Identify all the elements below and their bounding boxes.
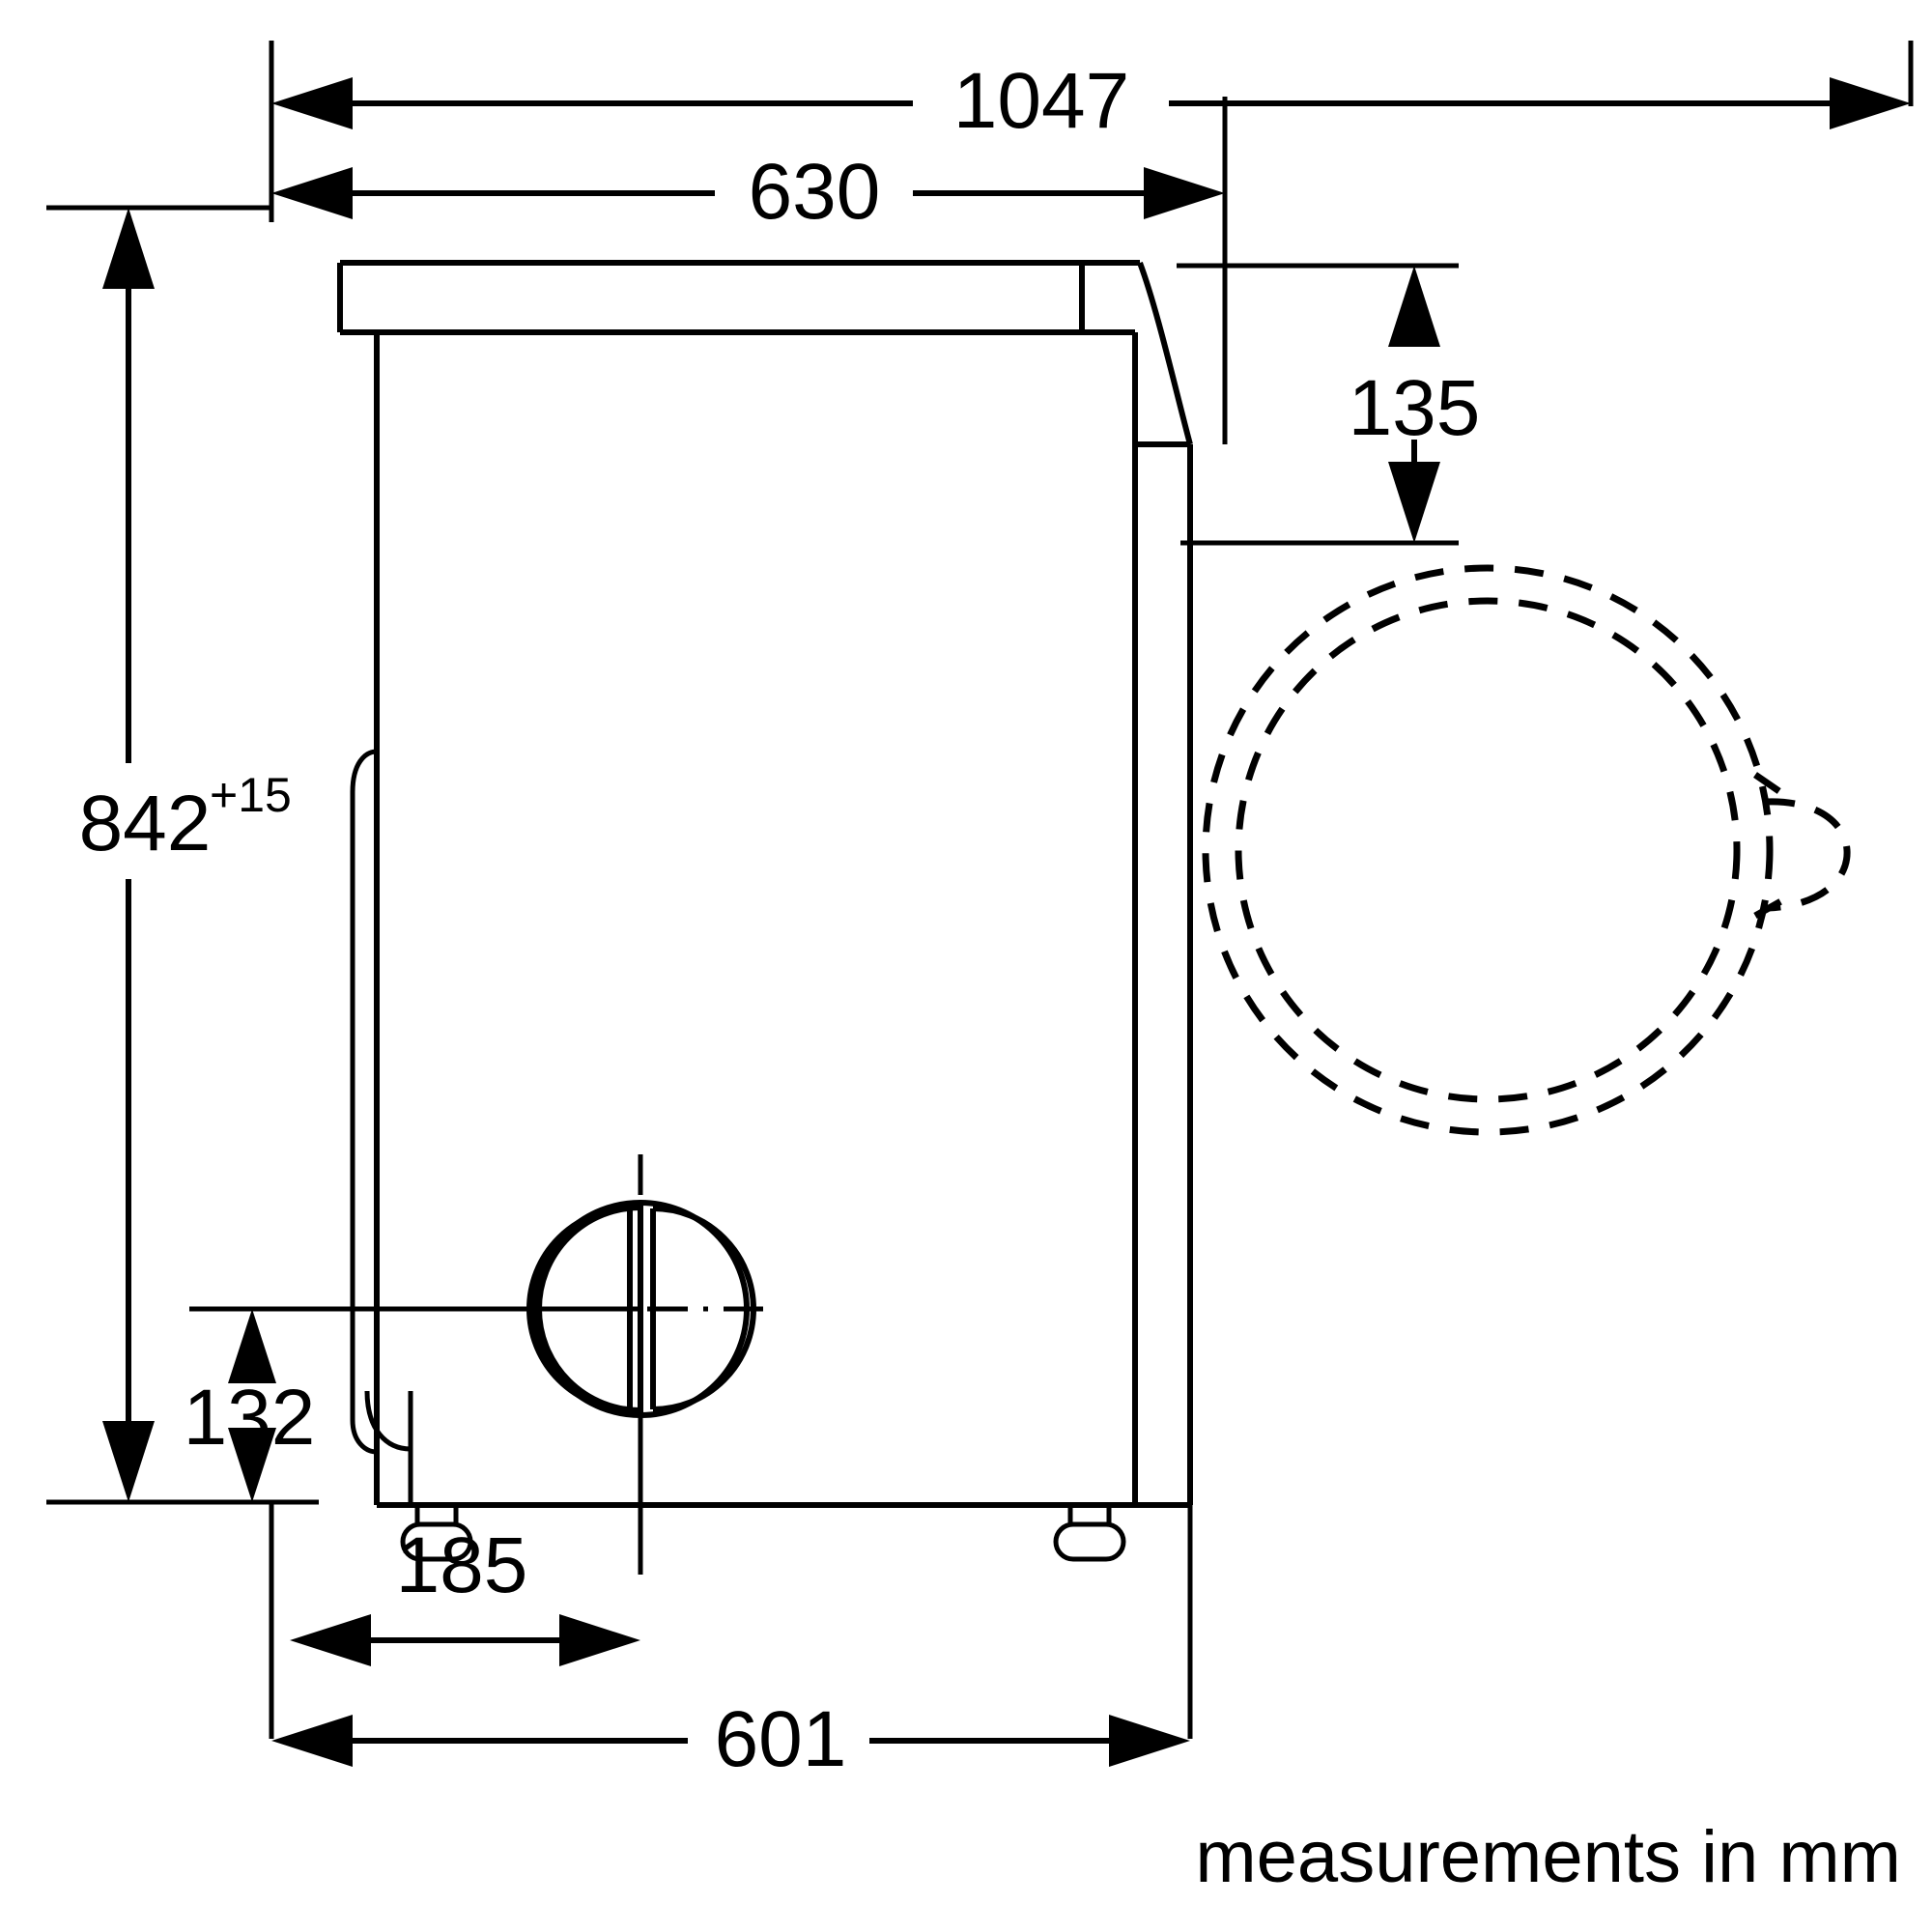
arrow-up-135 <box>1388 266 1440 347</box>
arrow-left-1047 <box>271 77 353 129</box>
door-swing-arc-outer <box>1202 564 1774 1136</box>
arrow-down-842 <box>102 1421 155 1502</box>
dimension-630: 630 <box>271 148 1225 236</box>
door-handle-swing-tick-top <box>1753 772 1788 799</box>
dimension-label-185: 185 <box>396 1521 528 1609</box>
dimension-842: 842 +15 <box>79 208 292 1502</box>
adjustable-foot-front <box>400 1502 473 1562</box>
dimension-label-842: 842 <box>79 780 212 867</box>
adjustable-foot-rear <box>1053 1502 1126 1562</box>
center-lines <box>189 1154 763 1478</box>
dimension-135: 135 <box>1349 266 1481 543</box>
dimension-label-601: 601 <box>715 1695 847 1783</box>
arrow-right-1047 <box>1830 77 1911 129</box>
dimension-label-842-tolerance: +15 <box>210 768 292 822</box>
arrow-right-185 <box>559 1614 640 1666</box>
dimension-label-630: 630 <box>749 148 881 236</box>
dimension-label-1047: 1047 <box>953 57 1129 145</box>
door-handle-swing-outer <box>1765 798 1851 912</box>
arrow-up-132 <box>228 1309 276 1383</box>
arrow-left-601 <box>271 1715 353 1767</box>
arrow-left-185 <box>290 1614 371 1666</box>
dimension-1047: 1047 <box>271 57 1911 145</box>
door-handle-swing-tick-bottom <box>1753 895 1788 920</box>
arrow-left-630 <box>271 167 353 219</box>
arrow-down-132 <box>228 1428 276 1502</box>
dimension-601: 601 <box>271 1695 1190 1783</box>
units-note: measurements in mm <box>1195 1816 1901 1898</box>
dimension-132: 132 <box>184 1309 316 1502</box>
dimension-185: 185 <box>290 1521 640 1666</box>
arrow-down-135 <box>1388 462 1440 543</box>
arrow-right-630 <box>1144 167 1225 219</box>
dimension-label-132: 132 <box>184 1374 316 1462</box>
arrow-up-842 <box>102 208 155 289</box>
dimension-label-135: 135 <box>1349 364 1481 452</box>
door-swing-arc-inner <box>1235 597 1741 1103</box>
arrow-right-601 <box>1109 1715 1190 1767</box>
door-swing-arcs <box>1202 564 1851 1136</box>
front-lower-plinth <box>364 1390 413 1505</box>
